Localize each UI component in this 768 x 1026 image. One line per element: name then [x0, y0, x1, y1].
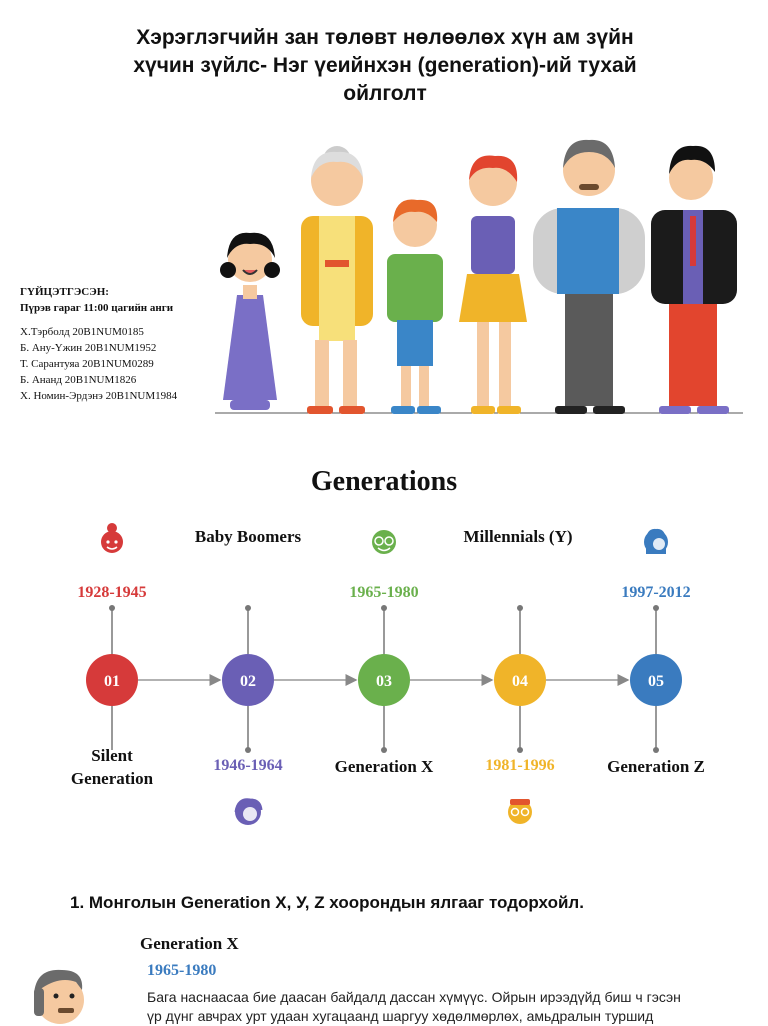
year-node-04: 1981-1996 [485, 757, 555, 774]
node-number: 01 [104, 673, 120, 690]
timeline-node-02: 02 [222, 654, 274, 706]
grandma-icon [101, 523, 123, 553]
timeline-node-01: 01 [86, 654, 138, 706]
generations-timeline: 01 02 03 04 05 [86, 523, 682, 825]
node-number: 04 [512, 673, 528, 690]
year-node-05: 1997-2012 [621, 584, 691, 601]
grandma-figure [301, 146, 373, 414]
member-list: Х.Тэрболд 20B1NUM0185 Б. Ану-Үжин 20B1NU… [20, 324, 220, 404]
woman-figure [459, 155, 527, 414]
man-avatar-illustration [34, 969, 84, 1024]
node-number: 05 [648, 673, 664, 690]
member-item: Т. Сарантуяа 20B1NUM0289 [20, 358, 154, 370]
timeline-node-04: 04 [494, 654, 546, 706]
year-node-03: 1965-1980 [349, 584, 419, 601]
node-number: 02 [240, 673, 256, 690]
girl-icon [644, 528, 668, 554]
prepared-by-block: ГҮЙЦЭТГЭСЭН: Пүрэв гараг 11:00 цагийн ан… [20, 284, 220, 404]
woman-icon [234, 798, 263, 825]
section-title: Generation X [140, 934, 239, 953]
timeline-node-05: 05 [630, 654, 682, 706]
family-illustration [215, 139, 743, 414]
grandpa-icon [372, 530, 396, 554]
question-heading: 1. Монголын Generation X, У, Z хоорондын… [70, 893, 584, 912]
man-figure [651, 145, 737, 414]
class-name: Пүрэв гараг 11:00 цагийн анги [20, 302, 174, 314]
label-silent-generation: Silent Generation [70, 746, 154, 788]
page-title: Хэрэглэгчийн зан төлөвт нөлөөлөх хүн ам … [60, 24, 710, 108]
title-line-3: ойлголт [343, 82, 427, 105]
section-year: 1965-1980 [147, 962, 217, 979]
section-text: Бага наснаасаа бие даасан байдалд дассан… [147, 988, 737, 1026]
node-number: 03 [376, 673, 392, 690]
grandpa-figure [533, 139, 645, 414]
member-item: Х.Тэрболд 20B1NUM0185 [20, 326, 144, 338]
label-generation-x: Generation X [334, 757, 434, 776]
boy-figure [387, 199, 443, 414]
year-node-02: 1946-1964 [213, 757, 283, 774]
timeline-node-03: 03 [358, 654, 410, 706]
member-item: Х. Номин-Эрдэнэ 20B1NUM1984 [20, 390, 178, 402]
title-line-1: Хэрэглэгчийн зан төлөвт нөлөөлөх хүн ам … [136, 26, 634, 49]
label-baby-boomers: Baby Boomers [194, 527, 302, 546]
member-item: Б. Ананд 20B1NUM1826 [20, 374, 137, 386]
year-node-01: 1928-1945 [77, 584, 147, 601]
section-text-line: Бага наснаасаа бие даасан байдалд дассан… [147, 989, 681, 1005]
generations-title: Generations [310, 466, 458, 497]
label-millennials: Millennials (Y) [463, 527, 573, 546]
member-item: Б. Ану-Үжин 20B1NUM1952 [20, 342, 157, 354]
section-text-line: үр дүнг авчрах урт удаан хугацаанд шаргу… [147, 1008, 654, 1024]
label-generation-z: Generation Z [607, 757, 705, 776]
man-glasses-icon [508, 799, 532, 824]
title-line-2: хүчин зүйлс- Нэг үеийнхэн (generation)-и… [133, 54, 637, 77]
girl-figure [220, 232, 280, 410]
prepared-heading: ГҮЙЦЭТГЭСЭН: [20, 286, 109, 298]
